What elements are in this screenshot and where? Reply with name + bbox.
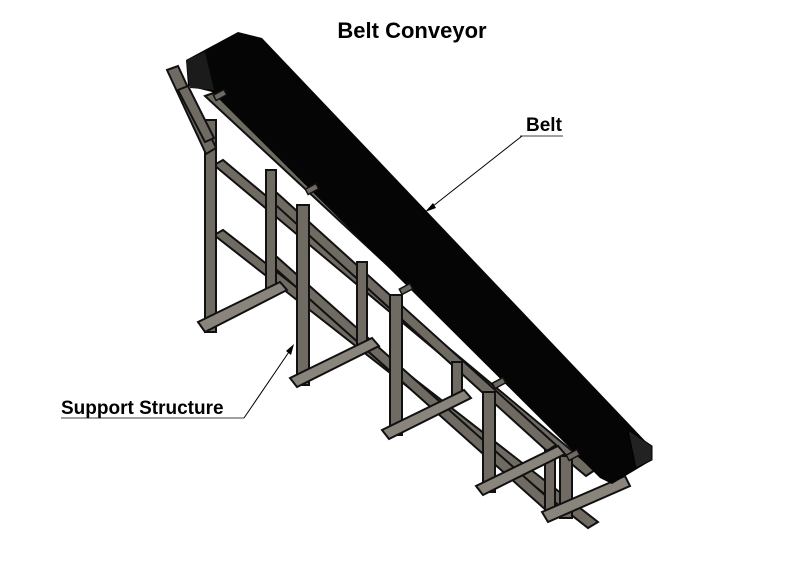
belt-label: Belt [526, 115, 563, 136]
leg-5 [389, 294, 403, 436]
head-brace-2 [176, 84, 216, 144]
diagram-title: Belt Conveyor [337, 18, 487, 43]
belt [186, 32, 653, 484]
foot-plate-5 [540, 474, 632, 524]
foot-plate-2 [288, 336, 381, 389]
leg-2 [265, 169, 277, 296]
support-structure-leader-arrow [286, 344, 294, 355]
foot-plate-1 [196, 280, 289, 334]
foot-plate-3 [380, 388, 473, 441]
rail-brackets [212, 88, 581, 462]
leg-4 [356, 261, 368, 348]
support-structure-callout: Support Structure [61, 344, 294, 419]
belt-callout: Belt [425, 115, 563, 212]
belt-leader-line [427, 135, 523, 211]
foot-plate-4 [474, 444, 567, 497]
belt-edge [186, 52, 214, 90]
support-structure-leader-line [243, 345, 294, 419]
belt-leader-arrow [425, 203, 436, 212]
leg-1 [204, 119, 217, 333]
tail-pulley-end [627, 428, 653, 469]
support-structure-label: Support Structure [61, 398, 224, 419]
leg-3 [296, 204, 310, 386]
belt-surface [186, 32, 652, 484]
